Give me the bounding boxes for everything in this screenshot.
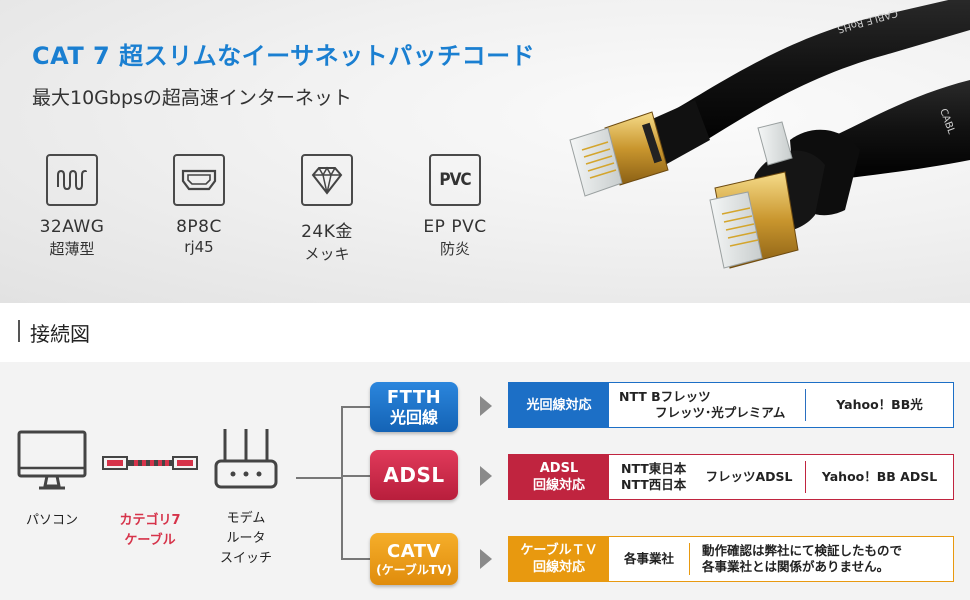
cable-label-line1: カテゴリ7 xyxy=(119,513,181,528)
catv-badge-line2: (ケーブルTV) xyxy=(376,562,452,577)
feature-line1: EP PVC xyxy=(423,217,487,237)
feature-pvc: PVC EP PVC 防炎 xyxy=(405,154,505,259)
adsl-tag-line1: ADSL xyxy=(539,461,579,476)
ftth-service-tag: 光回線対応 xyxy=(509,383,609,427)
connector-line-vertical xyxy=(341,406,343,559)
adsl-provider-line2: NTT西日本 xyxy=(621,477,687,492)
adsl-service-row: ADSL 回線対応 NTT東日本 NTT西日本 フレッツADSL Yahoo！B… xyxy=(508,454,954,500)
catv-tag-line2: 回線対応 xyxy=(532,560,585,575)
connector-line-ftth xyxy=(341,406,371,408)
cable-illustration: CABLE RoHS CABL xyxy=(569,0,970,269)
pc-label: パソコン xyxy=(25,513,78,528)
ftth-provider-line1: NTT Bフレッツ xyxy=(619,389,711,404)
catv-tag-line1: ケーブルＴＶ xyxy=(520,543,598,558)
router-label: モデム ルータ スイッチ xyxy=(208,509,284,569)
hero-title: CAT 7 超スリムなイーサネットパッチコード xyxy=(32,42,536,70)
adsl-provider-flets: フレッツADSL xyxy=(705,469,793,484)
adsl-badge-line1: ADSL xyxy=(383,462,445,487)
catv-service-tag: ケーブルＴＶ 回線対応 xyxy=(509,537,609,581)
row-divider xyxy=(805,389,806,421)
feature-line2: rj45 xyxy=(184,238,214,256)
hdmi-port-icon xyxy=(173,154,225,206)
section-title-bar xyxy=(18,320,20,342)
feature-line2: 超薄型 xyxy=(49,240,95,258)
ftth-provider-ntt: NTT Bフレッツ フレッツ･光プレミアム xyxy=(609,383,805,427)
adsl-provider-ntt: NTT東日本 NTT西日本 xyxy=(609,455,693,499)
router-label-line1: モデム xyxy=(226,511,266,526)
arrow-right-icon xyxy=(480,396,492,416)
catv-provider: 各事業社 xyxy=(623,551,674,566)
feature-line1: 24K金 xyxy=(301,222,353,242)
section-title: 接続図 xyxy=(30,322,90,346)
wave-icon xyxy=(46,154,98,206)
ftth-badge-line2: 光回線 xyxy=(389,407,438,427)
ftth-badge: FTTH 光回線 xyxy=(370,382,458,432)
feature-24k-gold: 24K金 メッキ xyxy=(277,154,377,264)
row-divider xyxy=(689,543,690,575)
catv-note-line2: 各事業社とは関係がありません。 xyxy=(702,559,890,574)
feature-line1: 32AWG xyxy=(39,217,105,237)
ftth-service-row: 光回線対応 NTT Bフレッツ フレッツ･光プレミアム Yahoo！BB光 xyxy=(508,382,954,428)
ftth-badge-line1: FTTH xyxy=(386,386,442,408)
router-label-line3: スイッチ xyxy=(219,551,272,566)
connector-line-adsl xyxy=(341,475,371,477)
adsl-provider-line1: NTT東日本 xyxy=(621,461,687,476)
pvc-icon-text: PVC xyxy=(439,170,471,190)
arrow-right-icon xyxy=(480,549,492,569)
cable-label-line2: ケーブル xyxy=(124,533,176,548)
cat7-cable-label: カテゴリ7 ケーブル xyxy=(108,511,192,551)
ftth-provider-line2: フレッツ･光プレミアム xyxy=(655,405,786,420)
monitor-icon xyxy=(17,430,87,490)
adsl-badge: ADSL xyxy=(370,450,458,500)
cat7-cable-icon xyxy=(102,456,198,470)
feature-8p8c: 8P8C rj45 xyxy=(149,154,249,256)
feature-line2: 防炎 xyxy=(439,240,470,258)
adsl-service-tag: ADSL 回線対応 xyxy=(509,455,609,499)
pvc-icon: PVC xyxy=(429,154,481,206)
diamond-icon xyxy=(301,154,353,206)
feature-line1: 8P8C xyxy=(176,217,222,237)
ftth-provider-yahoo: Yahoo！BB光 xyxy=(836,397,923,412)
adsl-provider-yahoo: Yahoo！BB ADSL xyxy=(821,469,938,484)
arrow-right-icon xyxy=(480,466,492,486)
feature-line2: メッキ xyxy=(304,245,350,263)
adsl-tag-line2: 回線対応 xyxy=(532,478,585,493)
catv-badge: CATV (ケーブルTV) xyxy=(370,533,458,585)
catv-note: 動作確認は弊社にて検証したもので 各事業社とは関係がありません。 xyxy=(690,537,953,581)
catv-service-row: ケーブルＴＶ 回線対応 各事業社 動作確認は弊社にて検証したもので 各事業社とは… xyxy=(508,536,954,582)
hero-subtitle: 最大10Gbpsの超高速インターネット xyxy=(32,87,352,109)
router-label-line2: ルータ xyxy=(226,531,266,546)
connector-line-catv xyxy=(341,558,371,560)
hero-banner: CAT 7 超スリムなイーサネットパッチコード 最大10Gbpsの超高速インター… xyxy=(0,0,970,303)
router-icon xyxy=(214,429,278,489)
row-divider xyxy=(805,461,806,493)
feature-32awg: 32AWG 超薄型 xyxy=(22,154,122,259)
catv-note-line1: 動作確認は弊社にて検証したもので xyxy=(702,543,903,558)
catv-badge-line1: CATV xyxy=(387,540,441,562)
connector-line-main xyxy=(296,477,342,479)
ftth-tag-line1: 光回線対応 xyxy=(526,397,592,413)
